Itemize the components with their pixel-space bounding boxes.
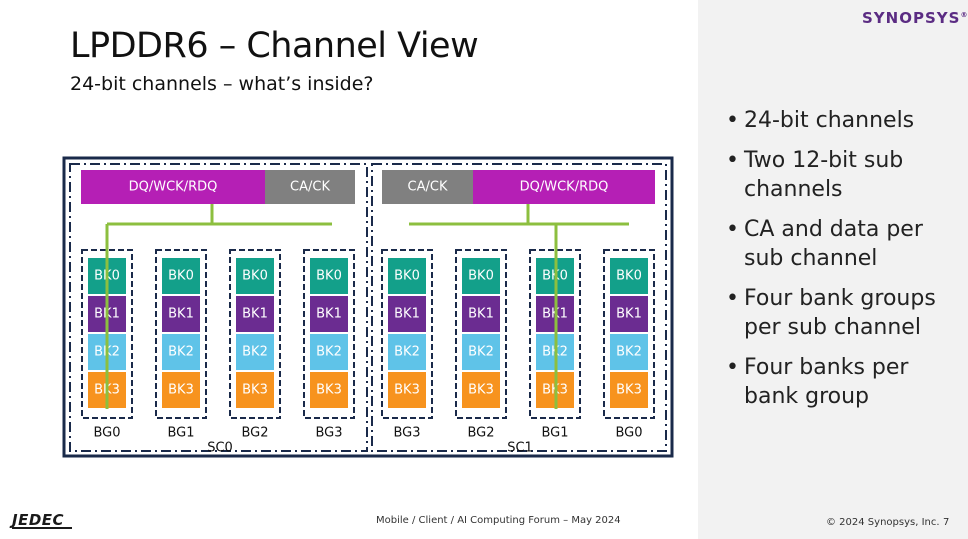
bank-block — [462, 334, 500, 370]
sub-channel-frame — [69, 163, 368, 452]
bank-label: BK2 — [468, 345, 494, 360]
bank-group-frame — [229, 249, 281, 419]
footer-event: Mobile / Client / AI Computing Forum – M… — [376, 515, 621, 526]
bullet-item: Four bank groups per sub channel — [726, 284, 962, 342]
bank-block — [162, 372, 200, 408]
bank-block — [388, 258, 426, 294]
bank-label: BK0 — [316, 269, 342, 284]
bullet-item: 24-bit channels — [726, 106, 962, 135]
bank-group-label: BG3 — [315, 426, 342, 441]
bank-block — [236, 334, 274, 370]
bank-block — [310, 296, 348, 332]
bank-label: BK2 — [394, 345, 420, 360]
bank-group-label: BG0 — [93, 426, 120, 441]
logo-text: SYNOPSYS — [862, 9, 961, 27]
ca-ck-block — [382, 170, 473, 204]
bank-block — [462, 258, 500, 294]
bank-block — [610, 296, 648, 332]
bank-group-label: BG2 — [467, 426, 494, 441]
bank-label: BK3 — [242, 383, 268, 398]
bank-block — [310, 372, 348, 408]
bank-group-frame — [381, 249, 433, 419]
registered-mark: ® — [960, 11, 968, 19]
bank-group-label: BG0 — [615, 426, 642, 441]
bank-label: BK3 — [168, 383, 194, 398]
channel-frame — [62, 156, 674, 458]
dq-wck-rdq-block — [81, 170, 265, 204]
bullet-list: 24-bit channels Two 12-bit sub channels … — [726, 106, 962, 422]
bullet-item: CA and data per sub channel — [726, 215, 962, 273]
footer-copyright: © 2024 Synopsys, Inc. — [826, 517, 940, 528]
bank-label: BK2 — [168, 345, 194, 360]
bank-label: BK3 — [316, 383, 342, 398]
sub-channel-label: SC1 — [507, 441, 533, 456]
bank-group-frame — [529, 249, 581, 419]
bank-block — [162, 296, 200, 332]
ca-ck-block — [265, 170, 355, 204]
bank-label: BK0 — [468, 269, 494, 284]
bank-label: BK1 — [616, 307, 642, 322]
bank-group-label: BG1 — [541, 426, 568, 441]
bank-group-label: BG3 — [393, 426, 420, 441]
bank-label: BK0 — [616, 269, 642, 284]
jedec-logo-underline — [12, 527, 72, 529]
channel-diagram: DQ/WCK/RDQCA/CKBK0BK1BK2BK3BG0BK0BK1BK2B… — [62, 156, 674, 458]
bank-block — [162, 258, 200, 294]
bank-block — [236, 258, 274, 294]
bank-block — [610, 372, 648, 408]
bank-group-label: BG1 — [167, 426, 194, 441]
bank-label: BK0 — [242, 269, 268, 284]
dq-wck-rdq-block — [473, 170, 655, 204]
bank-group-frame — [303, 249, 355, 419]
bank-label: BK1 — [242, 307, 268, 322]
bank-block — [610, 258, 648, 294]
bank-label: BK2 — [242, 345, 268, 360]
bank-label: BK3 — [468, 383, 494, 398]
bank-block — [462, 372, 500, 408]
sub-channel-frame — [371, 163, 667, 452]
bank-label: BK0 — [394, 269, 420, 284]
bank-group-frame — [603, 249, 655, 419]
bank-label: BK3 — [394, 383, 420, 398]
bullet-item: Two 12-bit sub channels — [726, 146, 962, 204]
bank-block — [310, 334, 348, 370]
bank-block — [388, 296, 426, 332]
sub-channel-label: SC0 — [207, 441, 233, 456]
ca-ck-label: CA/CK — [408, 180, 448, 195]
bullet-item: Four banks per bank group — [726, 353, 962, 411]
slide-title: LPDDR6 – Channel View — [70, 26, 479, 66]
jedec-logo: JEDEC — [12, 511, 65, 529]
slide-subtitle: 24-bit channels – what’s inside? — [70, 73, 374, 95]
bank-label: BK1 — [394, 307, 420, 322]
bank-block — [310, 258, 348, 294]
bank-label: BK0 — [168, 269, 194, 284]
bank-group-frame — [155, 249, 207, 419]
bank-block — [162, 334, 200, 370]
bank-label: BK3 — [616, 383, 642, 398]
bank-block — [388, 334, 426, 370]
dq-wck-rdq-label: DQ/WCK/RDQ — [520, 180, 609, 195]
bank-block — [610, 334, 648, 370]
bank-group-label: BG2 — [241, 426, 268, 441]
ca-ck-label: CA/CK — [290, 180, 330, 195]
page-number: 7 — [943, 517, 950, 528]
bank-block — [462, 296, 500, 332]
dq-wck-rdq-label: DQ/WCK/RDQ — [129, 180, 218, 195]
synopsys-logo: SYNOPSYS® — [862, 9, 968, 27]
bank-label: BK2 — [316, 345, 342, 360]
bank-block — [236, 296, 274, 332]
bank-block — [388, 372, 426, 408]
bank-label: BK1 — [168, 307, 194, 322]
bank-label: BK1 — [468, 307, 494, 322]
bank-group-frame — [455, 249, 507, 419]
bank-block — [236, 372, 274, 408]
bank-label: BK2 — [616, 345, 642, 360]
bank-group-frame — [81, 249, 133, 419]
bank-label: BK1 — [316, 307, 342, 322]
